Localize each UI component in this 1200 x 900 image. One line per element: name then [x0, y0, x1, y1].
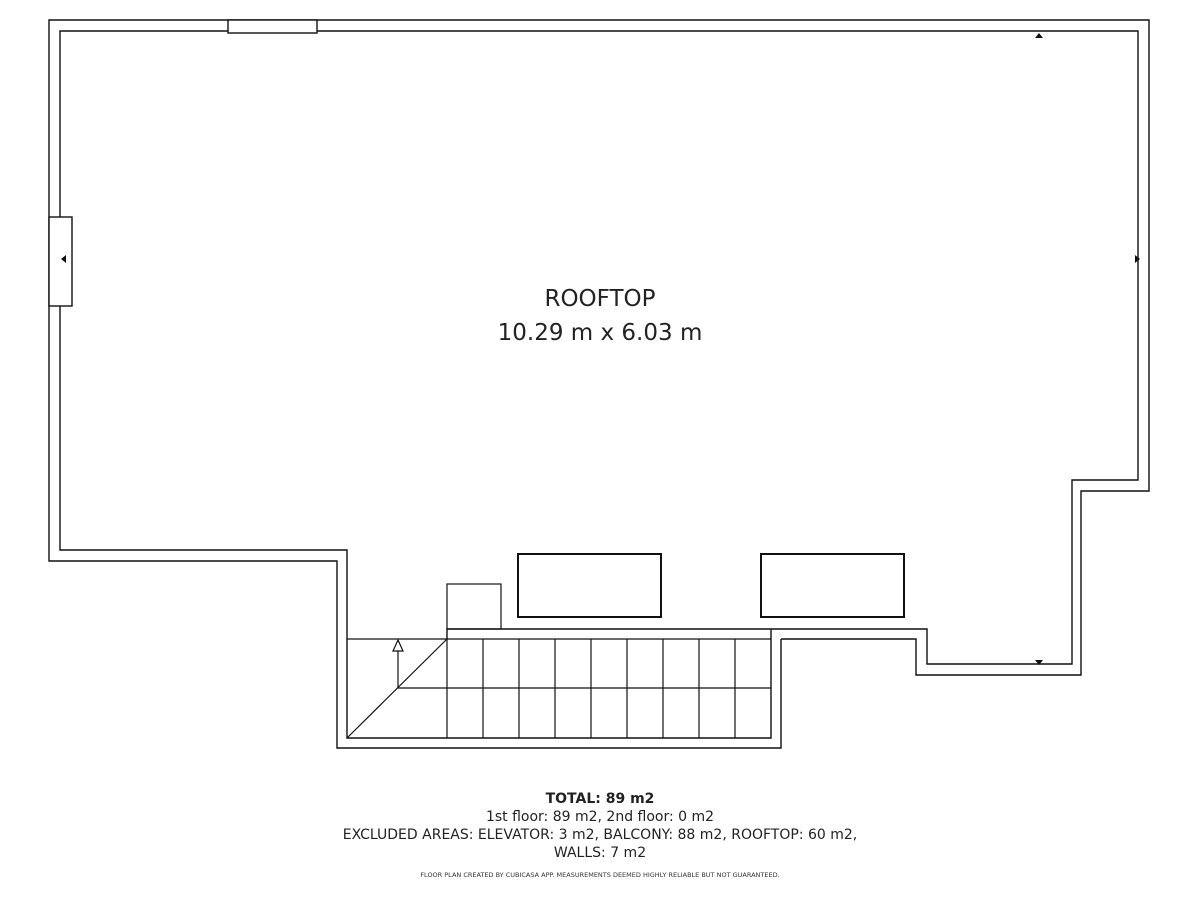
disclaimer: FLOOR PLAN CREATED BY CUBICASA APP. MEAS… — [420, 871, 780, 879]
room-dimensions: 10.29 m x 6.03 m — [497, 320, 703, 346]
floor-areas: 1st floor: 89 m2, 2nd floor: 0 m2 — [485, 809, 715, 825]
door-marker-left-icon — [61, 255, 66, 263]
door-marker-right-icon — [1135, 255, 1140, 263]
outer-wall — [48, 19, 1150, 749]
walls-area: WALLS: 7 m2 — [553, 845, 647, 861]
door-marker-top-icon — [1035, 33, 1043, 38]
room-name: ROOFTOP — [544, 286, 656, 312]
planter-box-left — [517, 553, 662, 618]
window-top — [227, 19, 318, 34]
door-marker-bottom-icon — [1035, 660, 1043, 665]
planter-box-right — [760, 553, 905, 618]
arrow-head-icon — [392, 638, 404, 652]
total-area: TOTAL: 89 m2 — [545, 791, 655, 807]
elevator-box — [446, 583, 502, 630]
staircase — [346, 638, 771, 739]
excluded-areas: EXCLUDED AREAS: ELEVATOR: 3 m2, BALCONY:… — [342, 827, 858, 843]
area-summary: TOTAL: 89 m2 1st floor: 89 m2, 2nd floor… — [300, 790, 900, 862]
inner-wall — [59, 30, 1139, 739]
window-left — [48, 216, 73, 307]
